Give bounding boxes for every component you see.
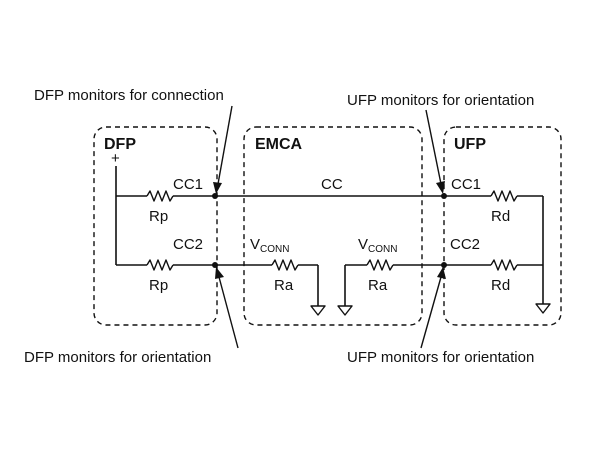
ra-left-label: Ra [274, 277, 294, 294]
arrow-dfp-connection-head [213, 182, 222, 194]
ground-right-icon [337, 305, 353, 316]
ground-left-icon [310, 305, 326, 316]
vconn-left-label: VCONN [250, 236, 289, 255]
arrow-dfp-orientation [218, 276, 239, 349]
rp-bottom-label: Rp [149, 277, 168, 294]
ufp-cc1-node [441, 193, 447, 199]
dfp-cc2-node [212, 262, 218, 268]
emca-box [243, 126, 423, 326]
ufp-cc2-label: CC2 [450, 236, 480, 253]
cc-label: CC [321, 176, 343, 193]
vconn-right-sub: CONN [368, 244, 397, 255]
dfp-title: DFP [104, 136, 136, 153]
ra-left-resistor [271, 259, 299, 271]
vconn-right-label: VCONN [358, 236, 397, 255]
rp-top-label: Rp [149, 208, 168, 225]
dfp-cc1-label: CC1 [173, 176, 203, 193]
arrow-ufp-orientation-top-head [436, 181, 445, 194]
rd-top-resistor [490, 190, 518, 202]
emca-title: EMCA [255, 136, 303, 153]
caption-ufp-orientation-top: UFP monitors for orientation [347, 92, 534, 109]
vconn-right-main: V [358, 236, 368, 253]
dfp-cc1-node [212, 193, 218, 199]
arrow-ufp-orientation-top [425, 109, 442, 185]
rd-bottom-resistor [490, 259, 518, 271]
arrow-dfp-orientation-head [215, 267, 224, 279]
arrow-dfp-connection [217, 105, 233, 185]
vconn-left-sub: CONN [260, 244, 289, 255]
ufp-cc1-label: CC1 [451, 176, 481, 193]
arrow-ufp-orientation-bottom [420, 276, 442, 349]
ufp-cc2-node [441, 262, 447, 268]
rd-bottom-label: Rd [491, 277, 510, 294]
rp-top-resistor [146, 190, 174, 202]
caption-ufp-orientation-bottom: UFP monitors for orientation [347, 349, 534, 366]
ra-right-resistor [366, 259, 394, 271]
caption-dfp-connection: DFP monitors for connection [34, 87, 224, 104]
ground-ufp-icon [535, 303, 551, 314]
arrow-ufp-orientation-bottom-head [437, 267, 446, 279]
rd-top-label: Rd [491, 208, 510, 225]
dfp-plus-sign: + [111, 150, 120, 167]
ufp-box [443, 126, 562, 326]
dfp-cc2-label: CC2 [173, 236, 203, 253]
caption-dfp-orientation: DFP monitors for orientation [24, 349, 211, 366]
rp-bottom-resistor [146, 259, 174, 271]
ufp-title: UFP [454, 136, 486, 153]
dfp-box [93, 126, 218, 326]
vconn-left-main: V [250, 236, 260, 253]
ra-right-label: Ra [368, 277, 388, 294]
